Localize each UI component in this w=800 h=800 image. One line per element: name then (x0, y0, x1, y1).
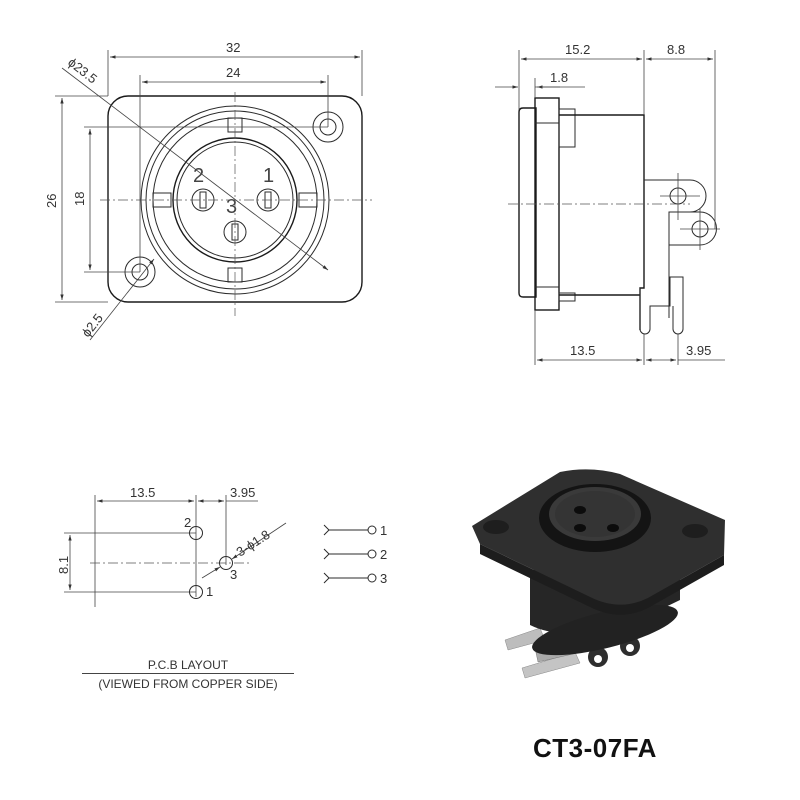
side-view: 15.2 8.8 1.8 13.5 3.95 (495, 42, 725, 365)
pcb-hole-2 (189, 526, 203, 540)
dim-hole-spacing-v: 18 (72, 192, 87, 206)
tab-upper (644, 179, 707, 318)
dim-pcb-offset-x: 13.5 (130, 485, 155, 500)
pcb-layout-title: P.C.B LAYOUT (82, 658, 294, 674)
product-photo (472, 469, 725, 679)
dim-flange-thickness: 1.8 (550, 70, 568, 85)
tab-lower (669, 211, 717, 246)
svg-text:2: 2 (380, 547, 387, 562)
svg-text:3: 3 (380, 571, 387, 586)
pin-label-3: 3 (226, 196, 237, 218)
front-view: 2 1 3 32 24 26 18 ϕ23.5 ϕ2.5 (44, 40, 372, 341)
dim-tab-extension: 8.8 (667, 42, 685, 57)
schematic-pin-1: 1 (323, 523, 387, 538)
dim-hole-spacing-h: 24 (226, 65, 240, 80)
model-number: CT3-07FA (533, 733, 657, 763)
pin-label-2: 2 (193, 165, 204, 187)
schematic-pin-2: 2 (323, 547, 387, 562)
side-pins (639, 276, 684, 335)
dim-overall-width: 32 (226, 40, 240, 55)
dim-hole-spec: 3-ϕ1.8 (233, 527, 272, 560)
pcb-hole-3 (219, 556, 233, 570)
pcb-layout-subtitle: (VIEWED FROM COPPER SIDE) (98, 677, 278, 691)
schematic-symbol: 1 2 3 (323, 523, 387, 586)
pcb-pin-label-1: 1 (206, 584, 213, 599)
front-lip (518, 107, 537, 298)
pcb-pin-label-3: 3 (230, 567, 237, 582)
dim-pcb-pitch-x: 3.95 (230, 485, 255, 500)
pin-label-1: 1 (263, 165, 274, 187)
dim-overall-height: 26 (44, 194, 59, 208)
pcb-hole-1 (189, 585, 203, 599)
pcb-pin-label-2: 2 (184, 515, 191, 530)
dim-body-depth: 15.2 (565, 42, 590, 57)
svg-text:1: 1 (380, 523, 387, 538)
dim-pin-pitch: 3.95 (686, 343, 711, 358)
dim-pin-offset: 13.5 (570, 343, 595, 358)
dim-diameter: ϕ23.5 (65, 55, 100, 87)
pcb-layout: 13.5 3.95 8.1 2 3 1 3-ϕ1.8 (56, 485, 287, 607)
dim-pcb-pitch-y: 8.1 (56, 556, 71, 574)
schematic-pin-3: 3 (323, 571, 387, 586)
